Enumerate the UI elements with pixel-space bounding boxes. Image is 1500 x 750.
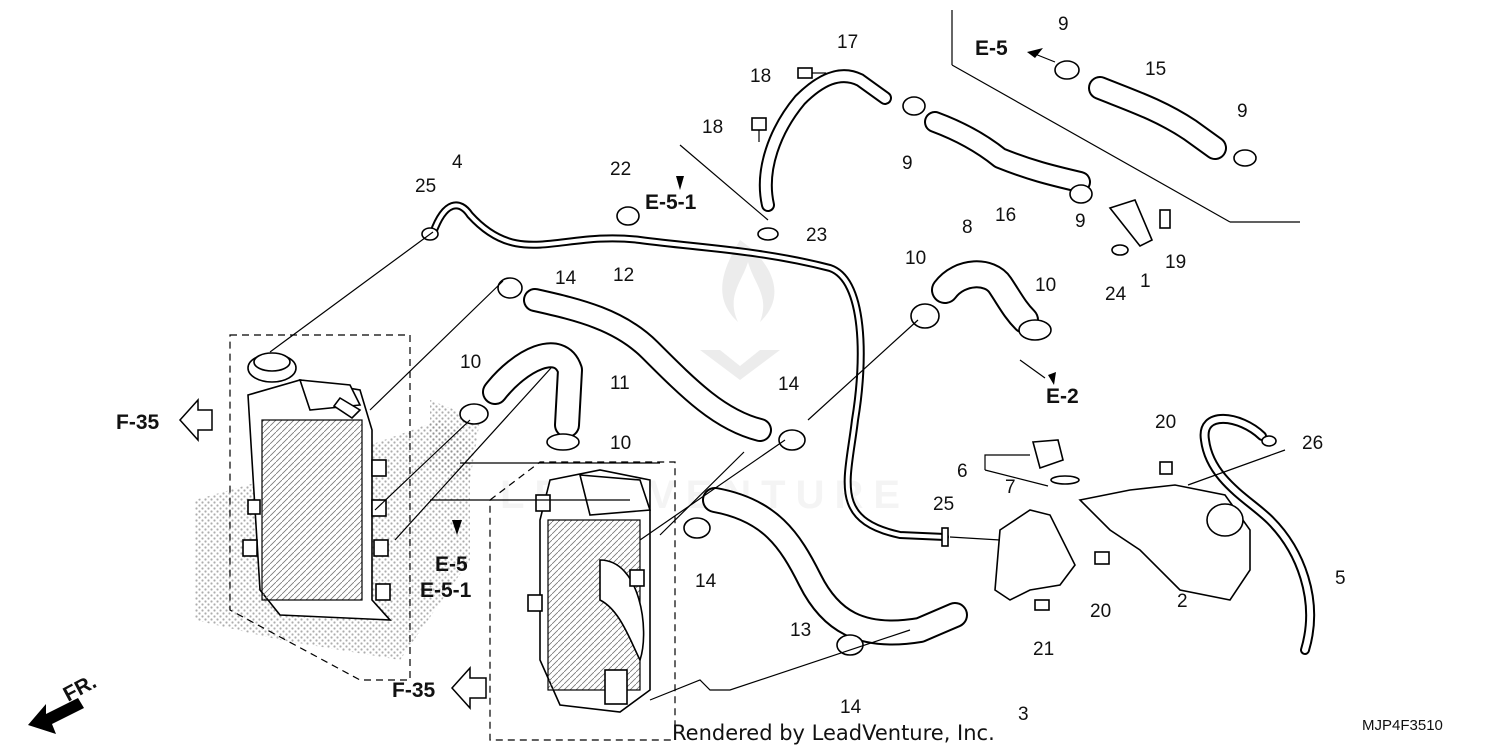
callout-7: 7 <box>1005 477 1016 498</box>
callout-5: 5 <box>1335 568 1346 589</box>
ref-e5-mid: E-5 <box>435 553 468 576</box>
callout-9b: 9 <box>1237 101 1248 122</box>
callout-11: 11 <box>610 373 630 394</box>
f35-bottom-arrow-icon <box>450 666 487 710</box>
callout-24: 24 <box>1105 284 1127 305</box>
callout-14a: 14 <box>555 268 577 289</box>
callout-20a: 20 <box>1155 412 1176 433</box>
callout-9d: 9 <box>1075 211 1086 232</box>
callout-16: 16 <box>995 205 1016 226</box>
callout-4: 4 <box>452 152 463 173</box>
callout-15: 15 <box>1145 59 1166 80</box>
callout-17: 17 <box>837 32 858 53</box>
ref-f35-bottom: F-35 <box>392 679 436 702</box>
callout-21: 21 <box>1033 639 1054 660</box>
callout-9c: 9 <box>902 153 913 174</box>
callout-19: 19 <box>1165 252 1186 273</box>
callout-10d: 10 <box>610 433 631 454</box>
callout-23: 23 <box>806 225 827 246</box>
ref-e5-top: E-5 <box>975 37 1008 60</box>
hoses <box>429 69 1316 655</box>
f35-top-arrow-icon <box>178 398 213 442</box>
reference-labels: E-5 E-5-1 E-2 F-35 E-5 E-5-1 F-35 FR. <box>60 37 1079 706</box>
radiator-frames <box>229 334 676 741</box>
ref-f35-top: F-35 <box>116 411 160 434</box>
ref-e2: E-2 <box>1046 385 1079 408</box>
callout-8: 8 <box>962 217 973 238</box>
callout-10a: 10 <box>905 248 926 269</box>
callout-6: 6 <box>957 461 968 482</box>
small-parts <box>421 60 1277 656</box>
callout-9a: 9 <box>1058 14 1069 35</box>
render-credit: Rendered by LeadVenture, Inc. <box>672 721 995 745</box>
callout-14c: 14 <box>695 571 717 592</box>
callout-26: 26 <box>1302 433 1323 454</box>
ref-e51-top: E-5-1 <box>645 191 697 214</box>
callouts: 1 2 3 4 5 6 7 8 9 9 9 9 10 10 10 10 11 1… <box>415 14 1346 725</box>
callout-18b: 18 <box>702 117 723 138</box>
callout-10b: 10 <box>1035 275 1056 296</box>
callout-25b: 25 <box>933 494 954 515</box>
leader-lines <box>269 10 1300 701</box>
callout-10c: 10 <box>460 352 481 373</box>
callout-20b: 20 <box>1090 601 1111 622</box>
callout-3: 3 <box>1018 704 1029 725</box>
callout-22: 22 <box>610 159 631 180</box>
drawing-code: MJP4F3510 <box>1362 717 1443 734</box>
callout-18a: 18 <box>750 66 771 87</box>
left-radiator <box>527 469 652 713</box>
front-direction-arrow-icon <box>28 698 84 734</box>
front-direction-label: FR. <box>60 670 101 706</box>
callout-14d: 14 <box>840 697 862 718</box>
callout-2: 2 <box>1177 591 1188 612</box>
callout-12: 12 <box>613 265 634 286</box>
right-radiator <box>242 352 392 621</box>
ref-e51-mid: E-5-1 <box>420 579 472 602</box>
callout-25a: 25 <box>415 176 436 197</box>
callout-1: 1 <box>1140 271 1151 292</box>
callout-13: 13 <box>790 620 811 641</box>
callout-14b: 14 <box>778 374 800 395</box>
ref-arrows <box>28 48 1056 734</box>
